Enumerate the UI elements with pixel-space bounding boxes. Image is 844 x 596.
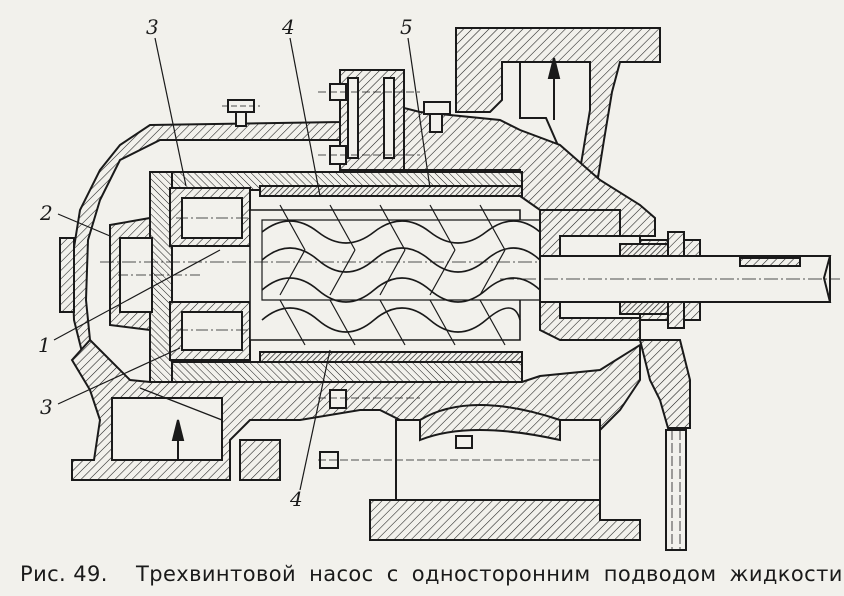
callout-5: 5 <box>400 15 413 39</box>
caption-prefix: Рис. 49. <box>20 562 108 586</box>
pump-cross-section-drawing: 3 4 5 2 1 3 4 <box>38 15 840 551</box>
bolt-icon <box>318 83 420 165</box>
drive-shaft <box>500 255 840 303</box>
callout-2: 2 <box>39 201 53 225</box>
upper-casing <box>70 69 656 361</box>
screw-rotors <box>100 204 560 346</box>
discharge-flow-arrow-icon <box>547 57 561 79</box>
callout-1: 1 <box>38 333 51 357</box>
caption-text: Трехвинтовой насос с односторонним подво… <box>136 562 843 586</box>
bolt-icon <box>318 389 600 469</box>
bolt-icon <box>423 101 451 133</box>
callout-3-bottom: 3 <box>40 395 53 419</box>
callout-4-top: 4 <box>281 15 295 39</box>
bolt-icon <box>222 99 260 127</box>
figure-caption: Рис. 49. Трехвинтовой насос с односторон… <box>0 558 844 594</box>
callout-3-top: 3 <box>146 15 159 39</box>
balance-sleeve-upper <box>169 187 520 247</box>
end-cover <box>59 216 200 332</box>
callout-4-bottom: 4 <box>289 487 303 511</box>
suction-flow-arrow-icon <box>171 419 185 441</box>
callout-leaders <box>53 37 431 491</box>
drain-pipe <box>638 339 691 551</box>
balance-sleeve-lower <box>169 301 520 361</box>
